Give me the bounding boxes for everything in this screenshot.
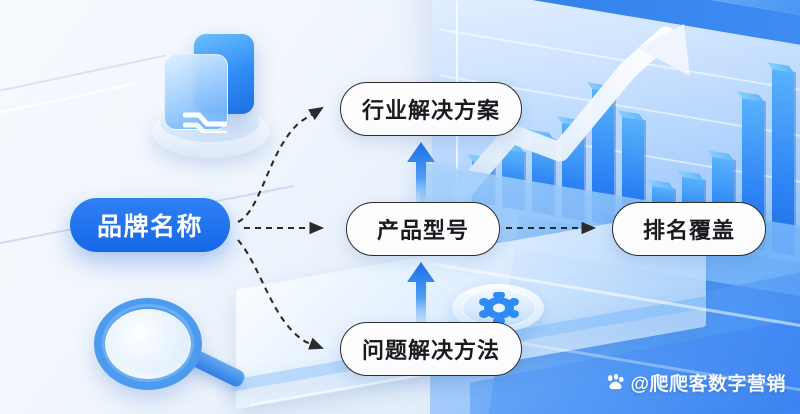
node-industry-solution[interactable]: 行业解决方案 (340, 82, 522, 136)
watermark-text: @爬爬客数字营销 (630, 374, 786, 395)
up-arrow-icon (407, 142, 435, 202)
stacked-card-icon (150, 28, 270, 158)
zigzag-line-icon (183, 112, 227, 133)
node-ranking-coverage[interactable]: 排名覆盖 (612, 202, 766, 256)
watermark: @爬爬客数字营销 (605, 369, 786, 396)
baidu-paw-icon (608, 373, 625, 390)
rising-trend-arrow-icon (452, 24, 690, 204)
node-problem-solving[interactable]: 问题解决方法 (340, 322, 522, 376)
node-product-model-label: 产品型号 (376, 218, 469, 243)
node-brand-name[interactable]: 品牌名称 (70, 198, 230, 252)
magnifier-ring-inner (102, 304, 194, 382)
node-ranking-coverage-label: 排名覆盖 (642, 218, 735, 243)
card-front (164, 54, 228, 133)
node-industry-solution-label: 行业解决方案 (361, 98, 500, 123)
node-product-model[interactable]: 产品型号 (346, 202, 500, 256)
cog-glyph-icon (479, 292, 519, 324)
node-problem-solving-label: 问题解决方法 (361, 338, 500, 363)
up-arrow-icon (407, 262, 435, 322)
magnifier-icon (88, 298, 247, 408)
node-brand-name-label: 品牌名称 (96, 213, 203, 241)
